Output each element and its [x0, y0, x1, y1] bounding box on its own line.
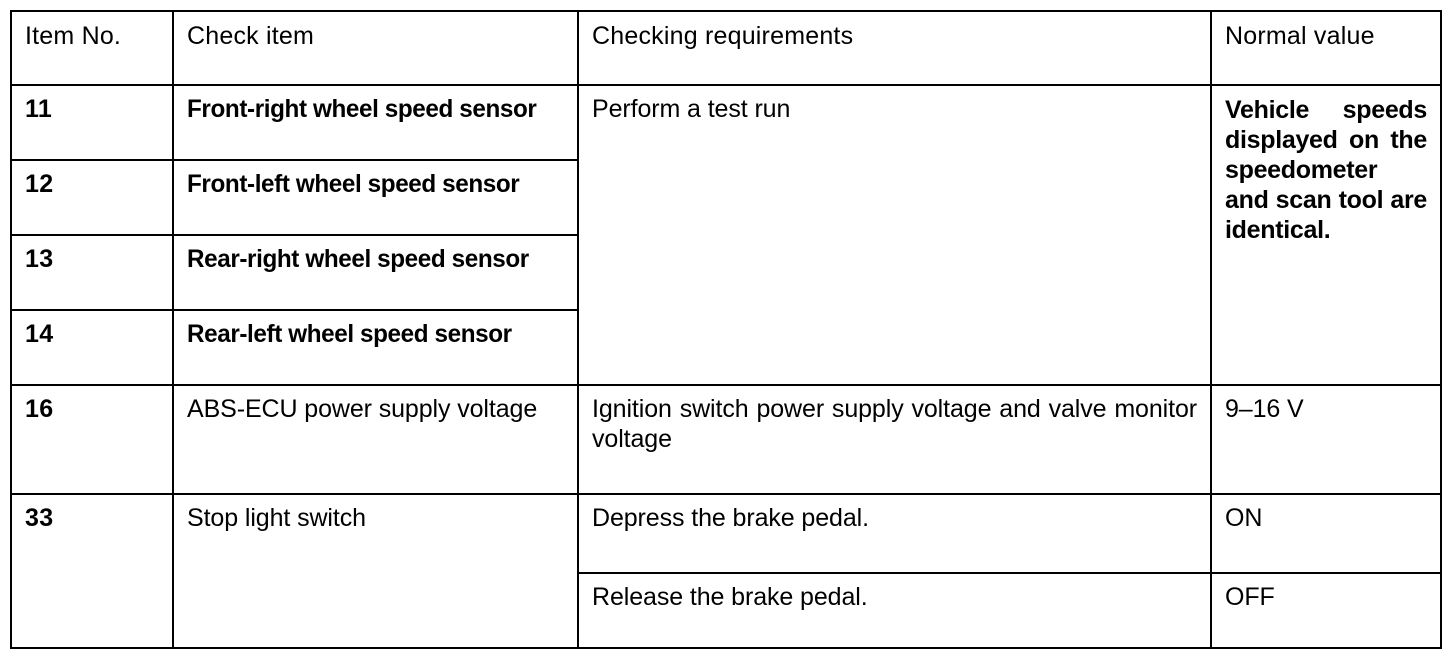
column-header-item-no-label: Item No.	[25, 22, 122, 50]
table-header-row: Item No. Check item Checking requirement…	[10, 10, 1442, 86]
item-no-value: 14	[25, 320, 54, 348]
normal-value-value: 9–16 V	[1225, 395, 1304, 423]
cell-item-no: 13	[10, 234, 174, 311]
table-row: 12 Front-left wheel speed sensor	[10, 159, 1441, 236]
cell-checking-requirements: Release the brake pedal.	[577, 572, 1212, 649]
cell-normal-value-merged: Vehicle speeds displayed on the speedome…	[1210, 84, 1442, 386]
column-header-check-item: Check item	[172, 10, 579, 86]
column-header-check-item-label: Check item	[187, 22, 315, 50]
cell-item-no: 11	[10, 84, 174, 161]
cell-normal-value: ON	[1210, 493, 1442, 574]
cell-checking-requirements: Ignition switch power supply voltage and…	[577, 384, 1212, 495]
table-row: 33 Stop light switch Depress the brake p…	[10, 493, 1442, 649]
check-item-value: Rear-right wheel speed sensor	[187, 245, 529, 273]
cell-check-item: ABS-ECU power supply voltage	[172, 384, 579, 495]
document-page: Item No. Check item Checking requirement…	[10, 10, 1442, 649]
normal-value-value: OFF	[1225, 583, 1275, 611]
check-item-value: Front-right wheel speed sensor	[187, 95, 537, 123]
checking-requirements-value: Release the brake pedal.	[592, 583, 868, 611]
table-row: 16 ABS-ECU power supply voltage Ignition…	[10, 384, 1442, 495]
item-no-value: 12	[25, 170, 54, 198]
column-header-checking-requirements-label: Checking requirements	[592, 22, 854, 50]
check-item-table-wrapper: Item No. Check item Checking requirement…	[10, 10, 1442, 649]
item-no-value: 13	[25, 245, 54, 273]
checking-requirements-value: Depress the brake pedal.	[592, 504, 869, 532]
normal-value-value: Vehicle speeds displayed on the speedome…	[1225, 96, 1427, 244]
column-header-item-no: Item No.	[10, 10, 174, 86]
cell-check-item: Rear-left wheel speed sensor	[172, 309, 579, 386]
column-header-normal-value-label: Normal value	[1225, 22, 1375, 50]
cell-normal-value: 9–16 V	[1210, 384, 1442, 495]
table-row: 13 Rear-right wheel speed sensor	[10, 234, 1441, 311]
column-header-checking-requirements: Checking requirements	[577, 10, 1212, 86]
check-item-table: Item No. Check item Checking requirement…	[10, 10, 1442, 649]
cell-checking-requirements-merged: Perform a test run	[577, 84, 1212, 386]
checking-requirements-value: Ignition switch power supply voltage and…	[592, 395, 1197, 453]
cell-item-no: 14	[10, 309, 174, 386]
cell-item-no: 16	[10, 384, 174, 495]
item-no-value: 11	[25, 95, 53, 123]
item-no-value: 16	[25, 395, 54, 423]
check-item-value: Rear-left wheel speed sensor	[187, 320, 512, 348]
check-item-value: ABS-ECU power supply voltage	[187, 395, 538, 423]
table-row: 14 Rear-left wheel speed sensor	[10, 309, 1441, 386]
cell-check-item: Front-left wheel speed sensor	[172, 159, 579, 236]
checking-requirements-value: Perform a test run	[592, 95, 791, 123]
table-row: 11 Front-right wheel speed sensor Perfor…	[10, 84, 1442, 386]
item-no-value: 33	[25, 504, 54, 532]
cell-item-no: 12	[10, 159, 174, 236]
check-item-value: Stop light switch	[187, 504, 366, 532]
cell-check-item: Stop light switch	[172, 493, 579, 649]
check-item-value: Front-left wheel speed sensor	[187, 170, 520, 198]
column-header-normal-value: Normal value	[1210, 10, 1442, 86]
cell-normal-value: OFF	[1210, 572, 1442, 649]
cell-checking-requirements: Depress the brake pedal.	[577, 493, 1212, 574]
normal-value-value: ON	[1225, 504, 1263, 532]
cell-item-no: 33	[10, 493, 174, 649]
cell-check-item: Front-right wheel speed sensor	[172, 84, 579, 161]
cell-check-item: Rear-right wheel speed sensor	[172, 234, 579, 311]
